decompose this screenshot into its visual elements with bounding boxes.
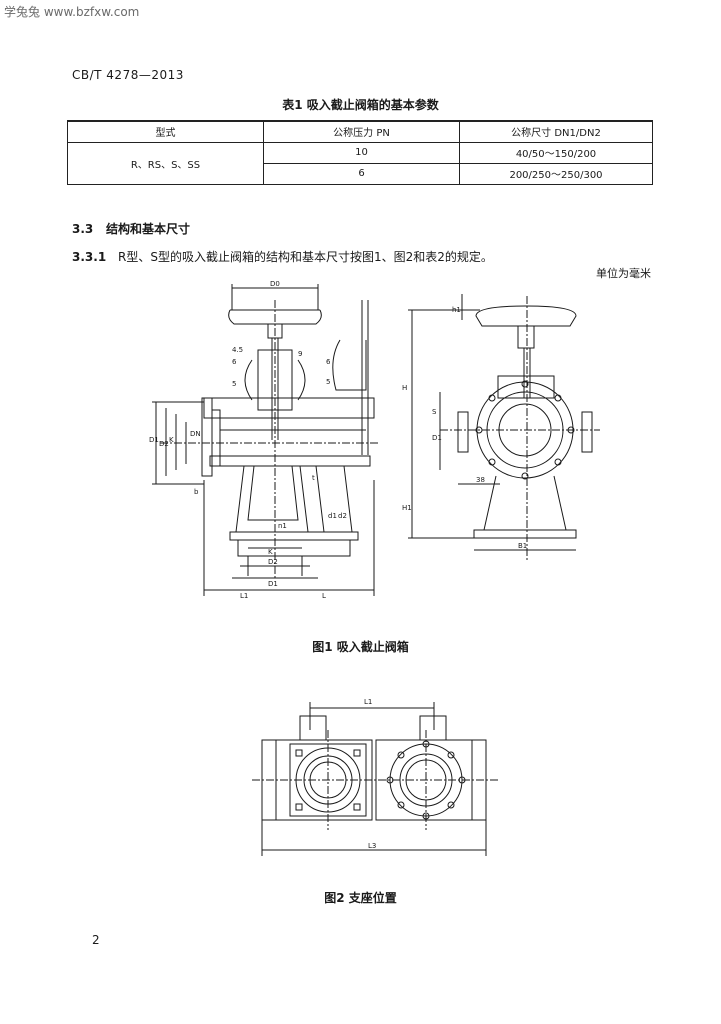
standard-code: CB/T 4278—2013 [72,68,184,82]
table-header-row: 型式 公称压力 PN 公称尺寸 DN1/DN2 [67,120,653,143]
section-title: 结构和基本尺寸 [106,222,191,236]
label-H1: H1 [402,504,412,512]
label-D2-bottom: D2 [268,558,278,566]
table-row: 6 200/250～250/300 [68,162,653,185]
figure1-drawing: D0 D1 [149,280,600,600]
label-n1: n1 [278,522,287,530]
label-part-6b: 6 [326,358,331,366]
label-K: K [169,436,174,444]
label-DN: DN [190,430,201,438]
label-part-435: 4.5 [232,346,243,354]
label-b: b [194,488,199,496]
page-number: 2 [92,933,100,947]
parameters-table: 型式 公称压力 PN 公称尺寸 DN1/DN2 R、RS、S、SS 10 40/… [67,120,653,185]
figure1-side-view: h1 H H1 S D1 38 B1 [402,294,600,560]
label-d1: d1 [328,512,337,520]
label-D2: D2 [159,440,169,448]
label-part-6: 6 [232,358,237,366]
col-header-size: 公称尺寸 DN1/DN2 [459,120,653,143]
label-part-9: 9 [298,350,302,358]
table1-title: 表1 吸入截止阀箱的基本参数 [282,98,439,112]
fig2-label-L3: L3 [368,842,376,850]
label-S: S [432,408,437,416]
section-3-3-heading: 3.3 结构和基本尺寸 [72,220,190,237]
label-D0: D0 [270,280,280,288]
figure2-drawing: L1 L3 [252,698,498,856]
label-D-bottom: D1 [268,580,278,588]
label-part-5b: 5 [326,378,330,386]
label-K-bottom: K [268,548,273,556]
section-text: R型、S型的吸入截止阀箱的结构和基本尺寸按图1、图2和表2的规定。 [118,250,493,264]
cell-type: R、RS、S、SS [67,141,264,185]
cell-size: 40/50～150/200 [459,141,653,164]
label-part-5: 5 [232,380,236,388]
unit-note: 单位为毫米 [596,267,651,280]
label-d2: d2 [338,512,347,520]
cell-pressure: 6 [263,162,460,185]
label-B1: B1 [518,542,527,550]
label-L: L [322,592,326,600]
cell-size: 200/250～250/300 [459,162,653,185]
section-3-3-1-paragraph: 3.3.1 R型、S型的吸入截止阀箱的结构和基本尺寸按图1、图2和表2的规定。 [72,248,493,265]
table-row: R、RS、S、SS 10 40/50～150/200 [67,141,653,185]
figure2-caption: 图2 支座位置 [324,891,397,905]
section-number: 3.3.1 [72,250,107,264]
fig2-label-L1: L1 [364,698,372,706]
col-header-type: 型式 [67,120,264,143]
label-t: t [312,474,315,482]
col-header-pressure: 公称压力 PN [263,120,460,143]
cell-pressure: 10 [263,141,460,164]
section-number: 3.3 [72,222,94,236]
label-L1: L1 [240,592,248,600]
label-H: H [402,384,407,392]
watermark: 学兔兔 www.bzfxw.com [4,5,140,19]
figure1-caption: 图1 吸入截止阀箱 [312,640,409,654]
label-D1: D1 [149,436,159,444]
figure1-front-view: D0 D1 [149,280,380,600]
label-D1-side: D1 [432,434,442,442]
label-38: 38 [476,476,485,484]
